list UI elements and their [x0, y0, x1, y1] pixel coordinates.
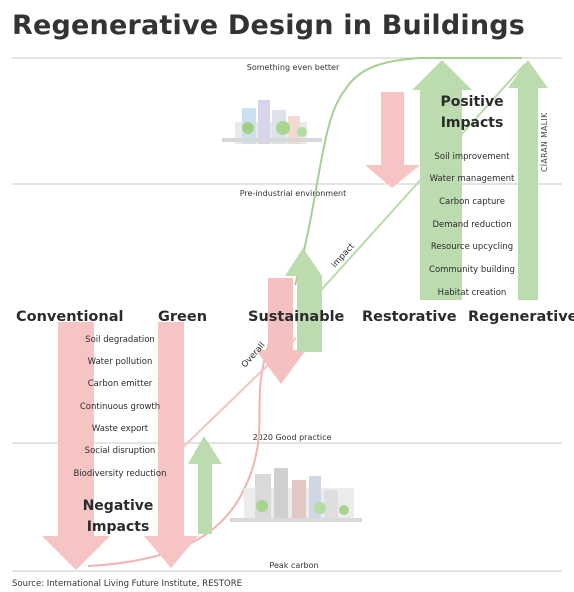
source-note: Source: International Living Future Inst…: [12, 579, 242, 589]
column-green: Green: [158, 309, 207, 325]
positive-item: Community building: [429, 265, 515, 275]
city-illustration-top: [222, 100, 322, 144]
column-restorative: Restorative: [362, 309, 457, 325]
negative-item: Water pollution: [88, 357, 153, 367]
negative-item: Social disruption: [85, 446, 156, 456]
negative-item: Waste export: [92, 424, 149, 434]
city-illustration-bottom: [230, 468, 362, 522]
green-negative-arrow: [144, 322, 198, 568]
column-conventional: Conventional: [16, 309, 123, 325]
column-sustainable: Sustainable: [248, 309, 345, 325]
positive-impacts-heading-line1: Positive: [440, 94, 503, 110]
positive-item: Resource upcycling: [431, 242, 513, 252]
level-label-top: Something even better: [247, 63, 340, 72]
positive-item: Soil improvement: [434, 152, 510, 162]
level-label-peak: Peak carbon: [269, 561, 318, 570]
negative-item: Continuous growth: [80, 402, 160, 412]
level-label-pre-industrial: Pre-industrial environment: [240, 189, 346, 198]
restorative-positive-arrow: [412, 60, 472, 300]
green-positive-arrow: [188, 436, 222, 534]
negative-impacts-heading-line1: Negative: [83, 498, 154, 514]
positive-impacts-heading-line2: Impacts: [441, 115, 504, 131]
positive-item: Habitat creation: [438, 288, 507, 298]
diagram-title: Regenerative Design in Buildings: [12, 10, 526, 41]
negative-impacts-heading-line2: Impacts: [87, 519, 150, 535]
sustainable-positive-arrow: [285, 248, 322, 352]
regenerative-positive-arrow: [508, 60, 548, 300]
author-credit: CÍARAN MALIK: [540, 112, 549, 172]
sustainable-negative-arrow: [256, 278, 306, 384]
negative-item: Carbon emitter: [88, 379, 153, 389]
negative-item: Biodiversity reduction: [73, 469, 166, 479]
conventional-negative-arrow: [42, 322, 110, 570]
positive-item: Water management: [430, 174, 515, 184]
impact-diagonal-green: [295, 63, 526, 319]
negative-item: Soil degradation: [85, 335, 155, 345]
overall-impact-curve-upper: [294, 57, 522, 286]
positive-item: Carbon capture: [439, 197, 505, 207]
level-label-good-practice: 2020 Good practice: [253, 433, 332, 442]
restorative-negative-arrow: [365, 92, 420, 188]
positive-item: Demand reduction: [432, 220, 511, 230]
column-regenerative: Regenerative: [468, 309, 574, 325]
